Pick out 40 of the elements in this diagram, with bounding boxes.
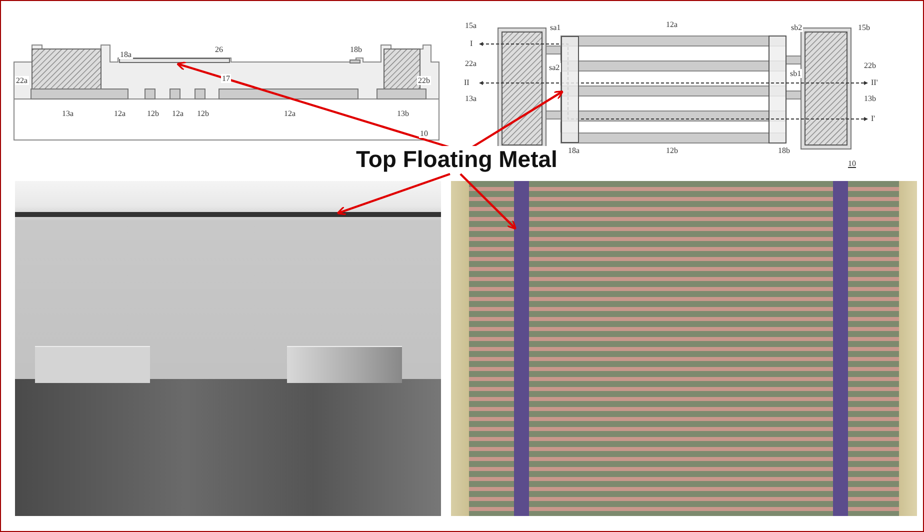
part-label: 18a	[567, 146, 581, 155]
part-label: 10	[419, 129, 429, 138]
part-label: 12a	[665, 20, 679, 29]
part-label: sb1	[789, 69, 802, 78]
part-label: 18b	[777, 146, 791, 155]
part-label: 15b	[857, 23, 871, 32]
part-label: sa2	[548, 63, 561, 72]
part-label: 13a	[61, 109, 75, 118]
floating-metal-layer	[119, 58, 230, 63]
part-label: 22b	[417, 76, 431, 85]
part-label: 18b	[349, 45, 363, 54]
part-label: 12a	[283, 109, 297, 118]
part-label: 13a	[464, 94, 478, 103]
part-label: 10	[847, 159, 857, 168]
part-label: 12b	[146, 109, 160, 118]
part-label: II'	[870, 78, 879, 87]
arrow	[460, 173, 516, 230]
part-label: 22a	[15, 76, 29, 85]
part-label: 13b	[396, 109, 410, 118]
part-label: 22b	[863, 61, 877, 70]
arrow	[336, 172, 450, 216]
part-label: 26	[214, 45, 224, 54]
part-label: 12b	[196, 109, 210, 118]
part-label: II	[463, 78, 470, 87]
part-label: 12b	[665, 146, 679, 155]
floating-metal-strip	[561, 36, 579, 143]
part-label: 13b	[863, 94, 877, 103]
part-label: 18a	[119, 50, 133, 59]
arrow	[176, 61, 450, 148]
metal-stripe	[514, 181, 529, 516]
arrow	[472, 90, 564, 148]
part-label: sa1	[549, 23, 562, 32]
part-label: 15a	[464, 21, 478, 30]
part-label: 12a	[113, 109, 127, 118]
part-label: 22a	[464, 59, 478, 68]
part-label: 12a	[171, 109, 185, 118]
part-label: sb2	[790, 23, 804, 32]
part-label: I'	[870, 114, 876, 123]
part-label: 17	[221, 74, 231, 83]
part-label: I	[469, 39, 474, 48]
